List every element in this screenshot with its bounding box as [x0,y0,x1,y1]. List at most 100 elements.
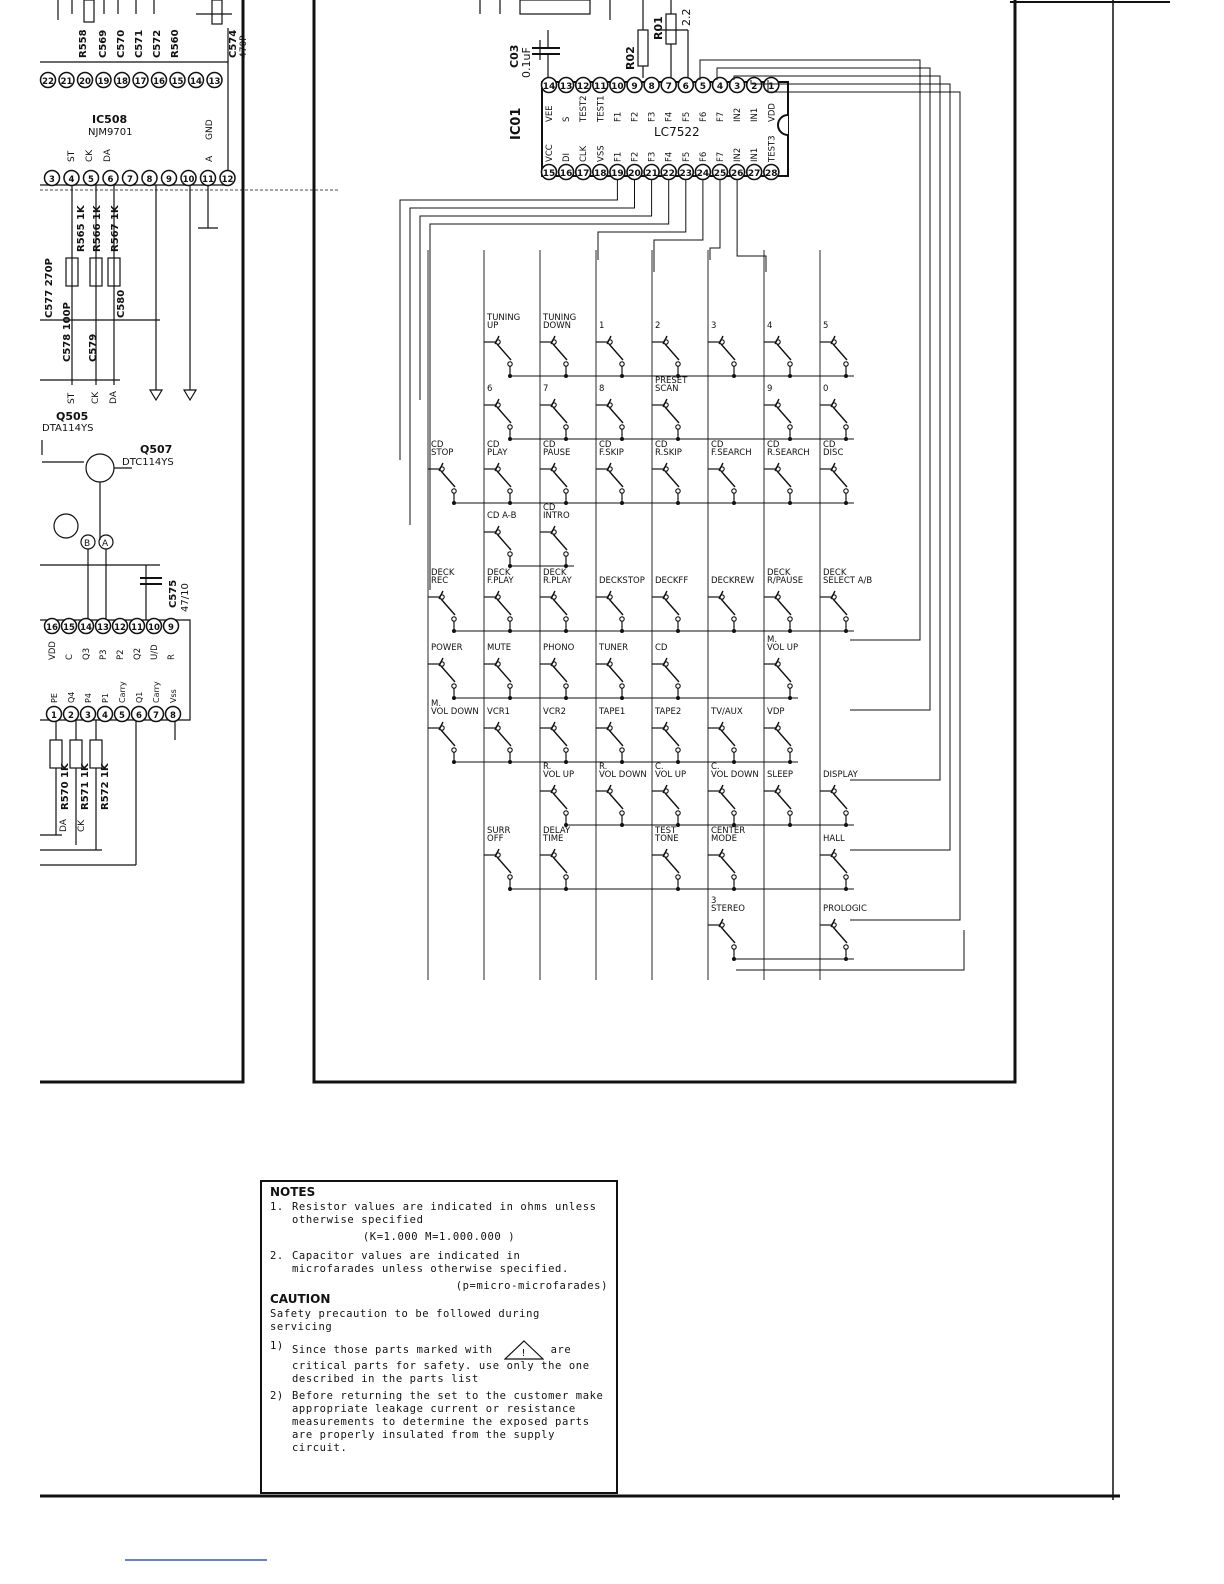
ic2-top-pin: 9R [162,617,180,660]
key-label: DISPLAY [823,770,859,780]
key-switch: TUNER [596,643,628,700]
ic508-bottom-pin: 9 [160,169,178,187]
ic2-pin-name: P3 [99,649,109,660]
key-switch: 3 [708,321,737,378]
q505-part: DTA114YS [42,423,93,434]
key-switch: PROLOGIC [820,904,867,961]
ic508-pin-number: 3 [49,175,55,185]
bus-ck: CK [91,391,101,404]
ic01-pin-number: 22 [662,169,675,179]
ic2-pin-name: Q2 [133,648,143,660]
key-label: R.VOL DOWN [599,762,647,780]
ic01-pin-name: F3 [648,112,658,122]
ic01-pin-number: 18 [594,169,607,179]
ic01-top-pin: 7F4 [660,76,678,122]
key-switch: 8 [596,384,625,441]
ref-r567: R567 1K [110,204,121,252]
key-switch: 0 [820,384,849,441]
column-feed [419,180,653,400]
ic2-pin-name: P1 [101,693,110,703]
key-switch: PHONO [540,643,575,700]
ic508-pin-gnd: GND [205,119,215,140]
key-label: CD A-B [487,511,517,521]
ic508-pin-number: 5 [88,175,94,185]
key-label: VCR1 [487,707,510,717]
ic508-pin-number: 20 [79,77,91,87]
ic01-pin-name: IN2 [733,108,743,122]
return-bus [699,59,921,641]
ic508-pin-number: 22 [42,77,54,87]
ic508-top-pin: 17 [132,71,149,89]
caution-1-text-2: are critical parts for safety. use only … [292,1344,590,1385]
ic2-pin-name: R [167,654,177,660]
key-label: 2 [655,321,660,331]
ic508-pin-number: 16 [153,77,165,87]
ic508-top-pin: 18 [113,71,131,89]
lower-da-label: DA [59,818,69,832]
ic508-pin-da: DA [103,148,113,162]
column-feed [409,180,635,525]
ic508-pin-number: 19 [98,77,110,87]
key-label: C.VOL UP [655,762,686,780]
ic01-pin-number: 9 [631,82,637,92]
ic508-top-pin: 22 [39,71,57,89]
ic508-bottom-pin: 8 [141,169,158,187]
ic01-pin-number: 21 [645,169,658,179]
ic01-pin-number: 17 [577,169,590,179]
ref-r572: R572 1K [100,762,111,810]
ic2-pin-name: U/D [150,644,160,660]
ic508-pin-number: 6 [108,175,114,185]
ref-r571: R571 1K [80,762,91,810]
key-label: C.VOL DOWN [711,762,759,780]
ic01-pin-name: F7 [716,112,726,122]
ic508-ref: IC508 [92,113,127,126]
key-label: 1 [599,321,604,331]
ic2-bottom-pin: 2Q4 [62,692,80,723]
ic01-pin-name: F5 [682,112,692,122]
c03-label: C03 [508,45,521,68]
note-1-sub: (K=1.000 M=1.000.000 ) [362,1231,516,1243]
ic01-pin-name: F6 [699,112,709,122]
return-bus [767,80,961,921]
ref-r558: R558 [78,29,89,58]
note-1: 1. Resistor values are indicated in ohms… [270,1201,608,1227]
key-label: 8 [599,384,604,394]
ic01-top-pin: 8F3 [643,76,660,122]
ic01-pin-number: 20 [628,169,641,179]
ic2-pin-number: 16 [46,623,58,633]
ic2-pin-number: 14 [80,623,92,633]
q507-ref: Q507 [140,443,172,456]
key-label: TAPE1 [598,707,625,717]
key-label: 9 [767,384,772,394]
key-switch: CD A-B [484,511,517,568]
ic01-pin-number: 10 [611,82,624,92]
ic01-pin-number: 5 [700,82,706,92]
ref-c572: C572 [152,30,163,58]
ic508-bottom-pin: 10 [180,169,197,187]
ic2-pin-number: 11 [131,623,143,633]
ic2-pin-name: Q3 [82,648,92,660]
